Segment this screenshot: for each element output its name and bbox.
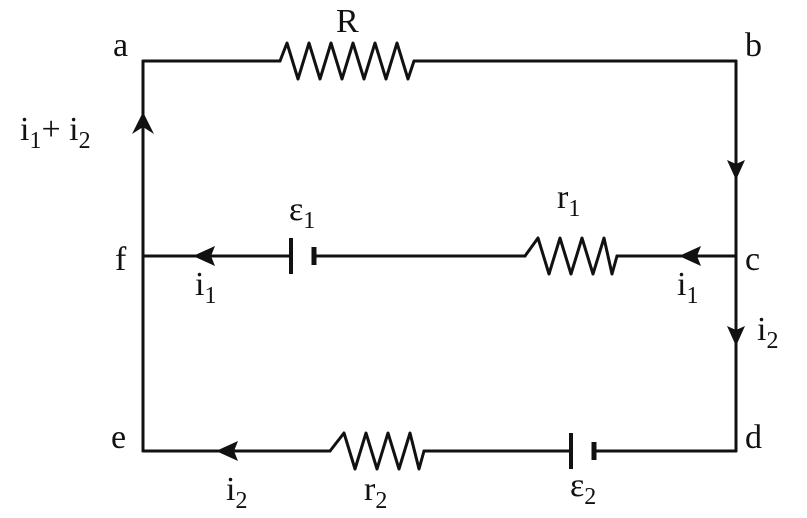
label-emf2: ε2: [570, 467, 596, 510]
arrow-left-near-c: [679, 246, 701, 266]
label-current-i2-bottom: i2: [226, 471, 247, 514]
node-labels: a b c d e f: [111, 27, 762, 456]
arrow-down-b-to-c: [727, 160, 745, 180]
node-label-b: b: [745, 27, 762, 64]
label-current-i1-right: i1: [677, 266, 698, 309]
node-label-c: c: [745, 241, 760, 278]
resistor-R: [278, 41, 416, 81]
label-current-i1-left: i1: [195, 266, 216, 309]
current-arrows: [132, 112, 745, 461]
label-current-total: i1+ i2: [20, 111, 91, 154]
label-r1: r1: [557, 179, 580, 222]
wires: [141, 59, 738, 453]
resistor-r2: [328, 431, 426, 471]
label-current-i2-right: i2: [757, 311, 778, 354]
node-label-a: a: [113, 27, 128, 64]
resistor-r1: [523, 236, 619, 276]
arrow-down-c-to-d: [727, 326, 745, 346]
arrow-up-left-wire: [132, 112, 154, 134]
arrow-left-bottom: [216, 441, 238, 461]
current-labels: i1+ i2 i1 i1 i2 i2: [20, 111, 778, 514]
resistors: [278, 41, 619, 471]
label-r2: r2: [364, 471, 387, 514]
arrow-left-near-f: [193, 246, 215, 266]
label-emf1: ε1: [289, 191, 315, 234]
node-label-d: d: [745, 419, 762, 456]
node-label-e: e: [111, 419, 126, 456]
component-labels: R r1 r2 ε1 ε2: [289, 3, 596, 514]
label-R: R: [336, 3, 359, 40]
node-label-f: f: [115, 241, 127, 278]
batteries: [289, 238, 597, 469]
